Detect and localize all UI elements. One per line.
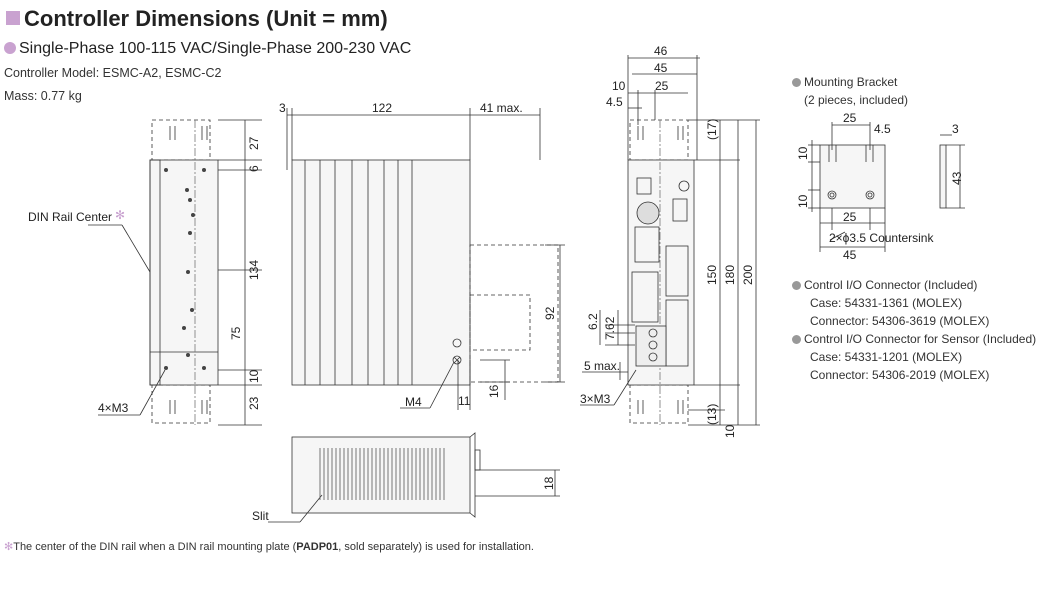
slit-label: Slit xyxy=(252,509,269,523)
bracket-dim-10a: 10 xyxy=(796,146,810,160)
dim-3: 3 xyxy=(279,101,286,115)
bracket-view xyxy=(808,122,965,252)
dim-10c: 10 xyxy=(723,424,737,438)
model-text: Controller Model: ESMC-A2, ESMC-C2 xyxy=(4,66,222,80)
bullet-icon xyxy=(4,42,16,54)
dim-10: 10 xyxy=(247,369,261,383)
bracket-dim-43: 43 xyxy=(950,171,964,185)
dim-150: 150 xyxy=(705,265,719,285)
dimension-labels: 3 122 41 max. 27 6 134 75 10 23 92 11 16… xyxy=(229,44,964,490)
dim-92: 92 xyxy=(543,306,557,320)
ground-screws xyxy=(452,338,462,365)
dim-134: 134 xyxy=(247,260,261,280)
page-title: Controller Dimensions (Unit = mm) xyxy=(6,6,388,32)
countersink-label: 2×ϕ3.5 Countersink xyxy=(829,231,934,245)
dim-23: 23 xyxy=(247,396,261,410)
dim-180: 180 xyxy=(723,265,737,285)
dim-122: 122 xyxy=(372,101,392,115)
dim-4-5: 4.5 xyxy=(606,95,623,109)
m4-label: M4 xyxy=(405,395,422,409)
dim-75: 75 xyxy=(229,326,243,340)
dim-18: 18 xyxy=(542,476,556,490)
subtitle: Single-Phase 100-115 VAC/Single-Phase 20… xyxy=(4,40,411,58)
slit-lines xyxy=(319,448,445,500)
dim-17: (17) xyxy=(705,119,719,140)
din-star-icon: ✻ xyxy=(115,208,125,222)
mass-text: Mass: 0.77 kg xyxy=(4,89,82,103)
bullet-icon xyxy=(792,78,801,87)
bracket-dim-10b: 10 xyxy=(796,194,810,208)
dim-7-62: 7.62 xyxy=(603,316,617,340)
side-view xyxy=(286,108,565,410)
bullet-icon xyxy=(792,335,801,344)
io-connector-note: Control I/O Connector (Included) Case: 5… xyxy=(792,276,1036,384)
title-square-icon xyxy=(6,11,20,25)
dim-41: 41 max. xyxy=(480,101,523,115)
panel-view xyxy=(580,55,760,426)
dim-13: (13) xyxy=(705,404,719,425)
bracket-dim-45: 45 xyxy=(843,248,857,262)
dim-16: 16 xyxy=(487,384,501,398)
bracket-note: Mounting Bracket (2 pieces, included) xyxy=(792,73,908,109)
front-view xyxy=(88,119,262,426)
five-max-label: 5 max. xyxy=(584,359,620,373)
bottom-view xyxy=(268,432,560,523)
m3-3-label: 3×M3 xyxy=(580,392,611,406)
dim-6-2: 6.2 xyxy=(586,313,600,330)
din-rail-center-label: DIN Rail Center xyxy=(28,210,112,224)
bracket-dim-25: 25 xyxy=(843,111,857,125)
bullet-icon xyxy=(792,281,801,290)
dim-6: 6 xyxy=(247,165,261,172)
dim-10b: 10 xyxy=(612,79,626,93)
dim-11: 11 xyxy=(458,394,471,408)
callout-labels: DIN Rail Center ✻ 4×M3 M4 Slit 5 max. 3×… xyxy=(28,208,934,523)
bracket-dim-4-5: 4.5 xyxy=(874,122,891,136)
dim-27: 27 xyxy=(247,136,261,150)
dim-45: 45 xyxy=(654,61,668,75)
bracket-dim-25b: 25 xyxy=(843,210,857,224)
footnote: ✻The center of the DIN rail when a DIN r… xyxy=(4,541,534,553)
dim-200: 200 xyxy=(741,265,755,285)
bracket-dim-3: 3 xyxy=(952,122,959,136)
dim-46: 46 xyxy=(654,44,668,58)
m3-4-label: 4×M3 xyxy=(98,401,129,415)
mount-holes xyxy=(164,168,206,370)
dim-25: 25 xyxy=(655,79,669,93)
